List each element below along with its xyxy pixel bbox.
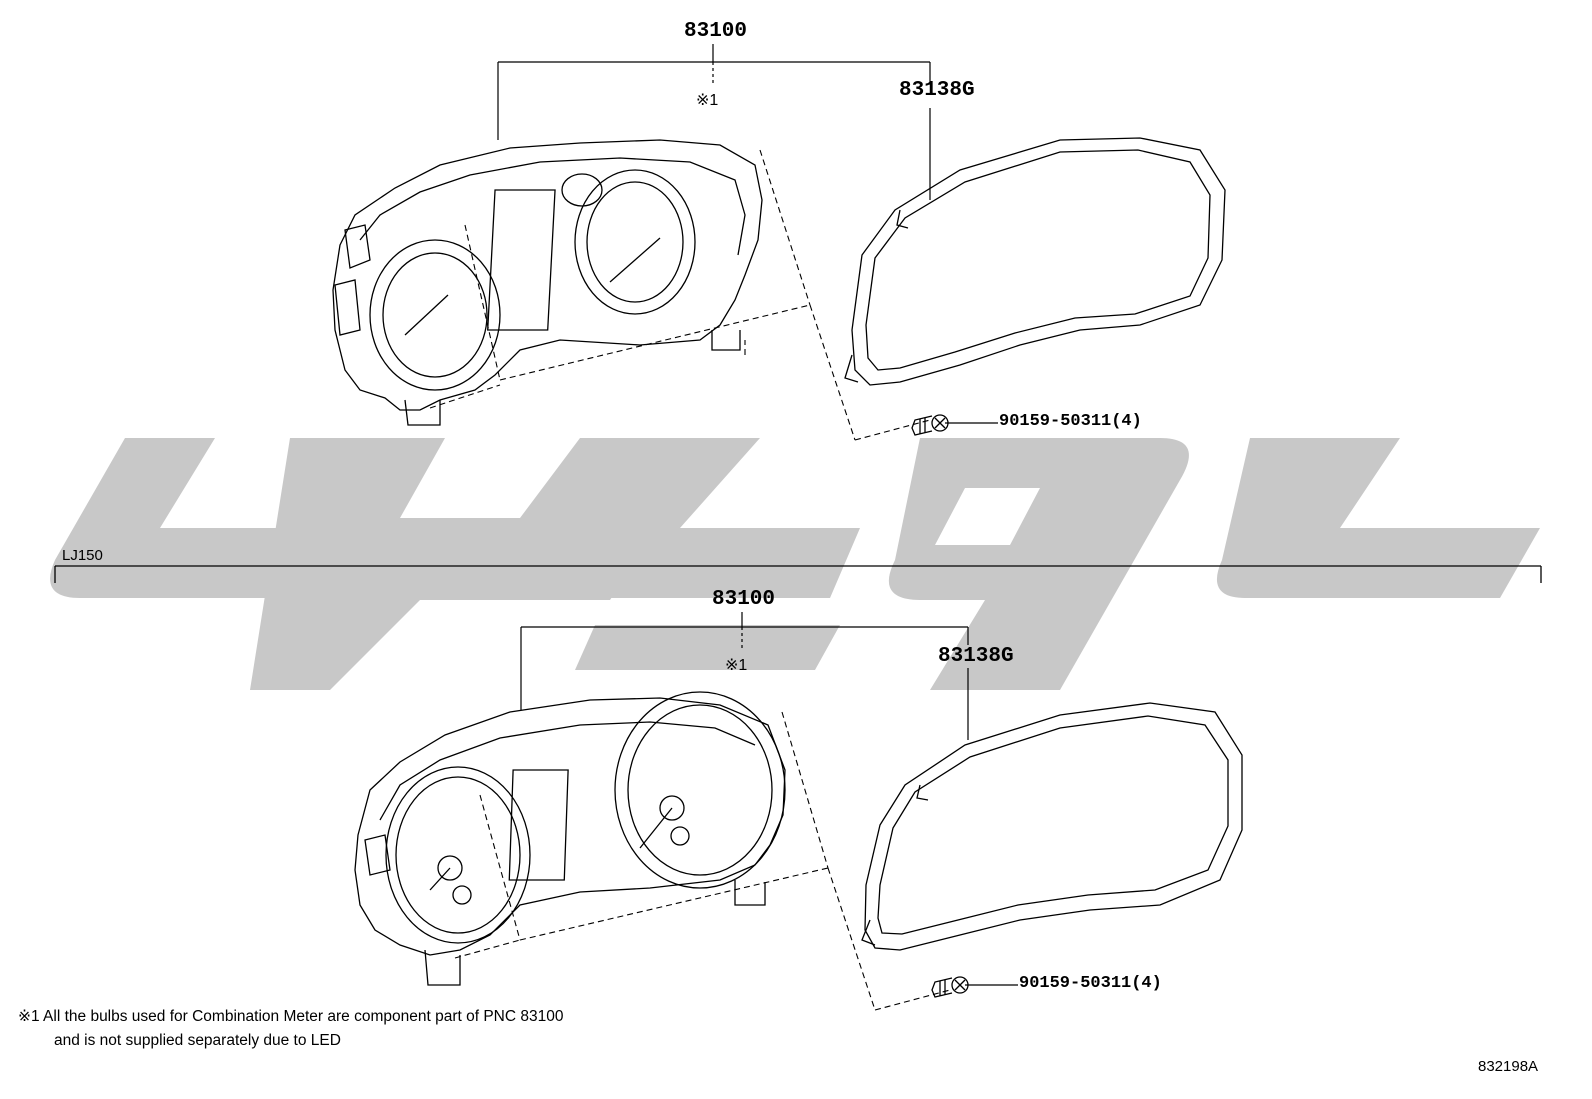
- lower-leader-lines: [520, 612, 1018, 986]
- lower-screw-icon: [931, 976, 969, 998]
- footnote-line-2: and is not supplied separately due to LE…: [54, 1032, 341, 1049]
- upper-meter-housing: [332, 139, 763, 426]
- lower-note-reference: ※1: [725, 657, 748, 674]
- lower-assembly-part-number: 83100: [712, 588, 776, 611]
- upper-screw-part-number: 90159-50311(4): [999, 412, 1142, 431]
- lower-lens: [861, 702, 1243, 951]
- upper-assembly-part-number: 83100: [684, 20, 748, 43]
- upper-dashed-callout: [429, 149, 931, 441]
- lower-screw-part-number: 90159-50311(4): [1019, 974, 1162, 993]
- upper-leader-lines: [497, 44, 998, 424]
- upper-lens-part-number: 83138G: [899, 79, 975, 102]
- diagram-code: 832198A: [1478, 1058, 1539, 1075]
- lower-dashed-callout: [454, 711, 951, 1011]
- lower-lens-part-number: 83138G: [938, 645, 1014, 668]
- footnote-line-1: ※1 All the bulbs used for Combination Me…: [18, 1008, 564, 1025]
- section-label: LJ150: [62, 547, 103, 564]
- upper-note-reference: ※1: [696, 92, 719, 109]
- upper-lens: [844, 137, 1226, 386]
- lower-meter-housing: [354, 691, 786, 986]
- section-divider: [54, 565, 1542, 583]
- upper-screw-icon: [911, 414, 949, 436]
- watermark-logo: [50, 438, 1540, 690]
